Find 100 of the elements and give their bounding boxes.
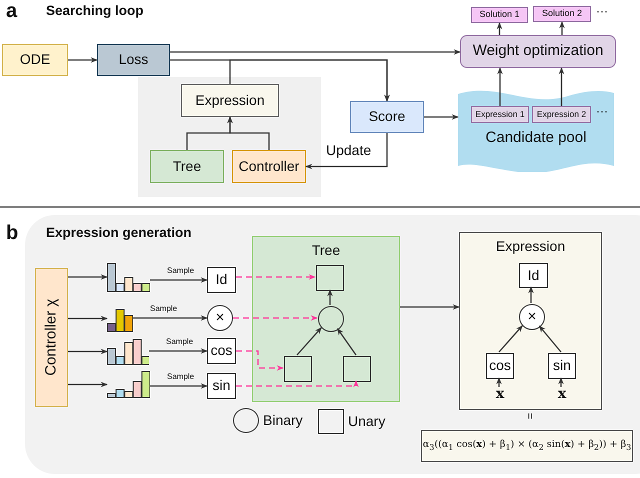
ode-box — [2, 44, 68, 76]
unary-node-square — [316, 265, 344, 291]
edge-label: Sample — [167, 373, 194, 382]
expression-box — [471, 106, 529, 123]
edge-label: Update — [326, 143, 372, 158]
tree-panel — [252, 236, 400, 402]
arrow — [229, 59, 390, 102]
arrow — [296, 327, 322, 356]
equals-sign: = — [523, 412, 536, 420]
token-box — [207, 373, 236, 399]
node-label: Id — [216, 272, 228, 288]
arrow — [558, 377, 564, 387]
dashed-arrow — [236, 350, 284, 371]
node-label: Weight optimization — [472, 43, 604, 60]
arrow — [528, 286, 534, 303]
panel-title: Searching loop — [46, 4, 144, 19]
arrow — [558, 67, 564, 106]
score-box — [350, 101, 424, 133]
legend-label: Unary — [348, 414, 386, 430]
controller-box — [35, 268, 68, 407]
node-label: Id — [528, 268, 540, 284]
node-label: Solution 1 — [479, 10, 520, 20]
arrow — [538, 325, 562, 352]
dashed-arrow — [236, 380, 359, 388]
arrow — [150, 383, 208, 389]
arrow — [498, 325, 523, 352]
node-label: x — [496, 387, 504, 403]
arrow — [424, 114, 459, 120]
candidate-pool-wave — [458, 88, 614, 172]
token-box — [486, 353, 514, 379]
arrow — [68, 274, 108, 280]
panel-letter: a — [6, 0, 18, 22]
node-label: Solution 2 — [542, 9, 582, 19]
arrow — [496, 22, 502, 35]
arrow — [327, 289, 333, 305]
node-label: Loss — [118, 52, 148, 68]
token-box — [207, 338, 236, 364]
arrow — [68, 382, 108, 388]
optimization-box — [460, 35, 616, 68]
node-label: Score — [368, 109, 406, 125]
formula-text: α$_{3}$((α$_{1}$ cos(x) + β$_{1}$) × (α$_{2}$ sin(x) + β$_{2}$)) + β$_{3}$ — [422, 440, 632, 452]
node-label: sin — [553, 358, 571, 374]
bar-chart-icon — [107, 338, 149, 365]
arrow — [400, 304, 460, 310]
panel-title: Expression — [496, 239, 566, 254]
ellipsis: ··· — [596, 5, 608, 18]
node-label: × — [216, 310, 224, 326]
loss-box — [97, 44, 170, 76]
arrow — [68, 348, 108, 354]
unary-node-square — [284, 356, 312, 382]
group-background — [138, 77, 321, 197]
arrow — [170, 49, 461, 55]
expression-panel — [459, 232, 602, 410]
panel-title: Tree — [312, 243, 340, 258]
arrow — [559, 21, 565, 35]
expression-box — [181, 84, 279, 117]
pool-label: Candidate pool — [486, 130, 586, 146]
token-box — [548, 353, 576, 379]
bar-chart-icon — [107, 371, 150, 398]
arrow — [497, 67, 503, 106]
node-label: Expression 1 — [475, 110, 525, 120]
node-label: x — [558, 387, 566, 403]
edge-label: Sample — [166, 338, 194, 347]
unary-node-square — [343, 356, 371, 382]
arrow — [68, 316, 108, 322]
bar-chart-icon — [107, 262, 150, 292]
node-label: Controller χ — [43, 298, 60, 376]
arrow — [496, 377, 502, 387]
dashed-arrow — [236, 274, 316, 280]
arrow — [305, 133, 388, 170]
arrow — [133, 315, 208, 321]
tree-box — [150, 150, 224, 183]
node-label: ODE — [20, 52, 50, 68]
formula-box — [421, 430, 633, 462]
node-label: cos — [210, 343, 232, 359]
panel-title: Expression generation — [46, 226, 192, 241]
legend-label: Binary — [263, 413, 303, 428]
operator-circle — [519, 304, 545, 330]
binary-node-circle — [318, 306, 344, 332]
edge-label: Sample — [150, 305, 178, 314]
node-label: Expression 2 — [536, 110, 586, 120]
node-label: sin — [212, 378, 230, 394]
controller-box — [232, 150, 306, 183]
token-box — [207, 267, 236, 293]
box-label: Expression — [195, 92, 265, 108]
token-box — [519, 263, 548, 288]
arrow — [68, 57, 98, 63]
arrow — [149, 348, 208, 354]
dashed-arrow — [233, 315, 318, 321]
arrow — [227, 116, 270, 150]
node-label: Controller — [238, 158, 300, 174]
arrow — [150, 277, 208, 283]
node-label: × — [528, 308, 536, 326]
ellipsis: ··· — [596, 105, 608, 118]
node-label: Tree — [172, 158, 202, 174]
arrow — [336, 328, 357, 356]
edge-label: Sample — [167, 267, 194, 276]
panel-letter: b — [6, 222, 18, 244]
node-label: cos — [489, 358, 511, 374]
solution-box — [471, 7, 528, 23]
